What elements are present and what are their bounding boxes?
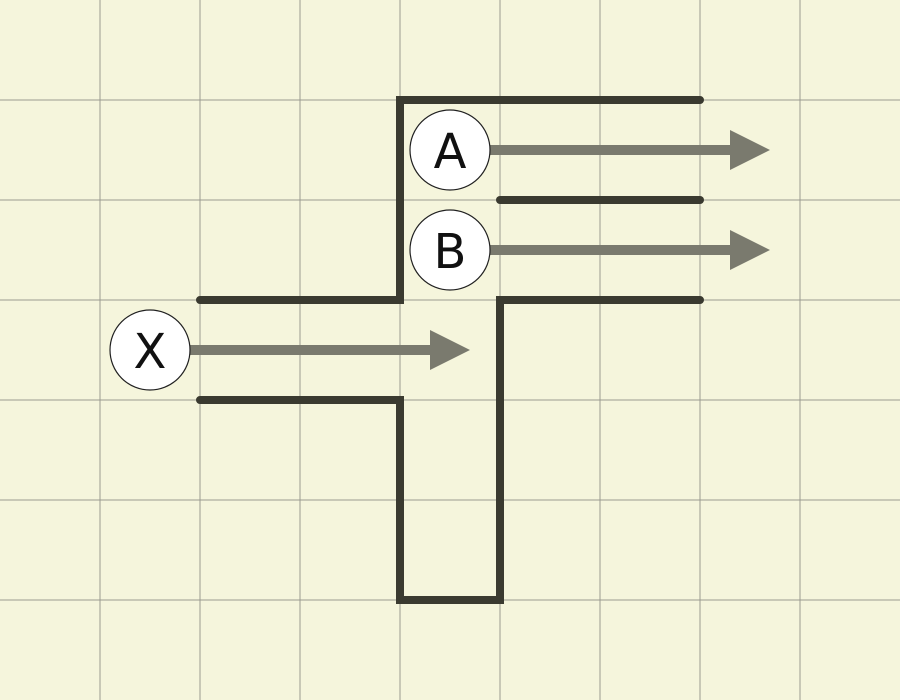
wall-lower-loop [196,296,704,604]
token-b-label: B [434,224,467,280]
token-b[interactable]: B [409,209,491,291]
arrow-x [150,330,470,370]
walls [196,96,704,604]
token-x[interactable]: X [109,309,191,391]
token-b-circle[interactable] [409,209,491,291]
arrow-head [730,130,770,170]
token-x-circle[interactable] [109,309,191,391]
token-a-label: A [434,124,467,180]
arrow-b [450,230,770,270]
arrow-head [730,230,770,270]
arrow-head [430,330,470,370]
token-x-label: X [134,324,167,380]
token-a[interactable]: A [409,109,491,191]
wall-upper-left [196,96,704,304]
token-a-circle[interactable] [409,109,491,191]
arrow-a [450,130,770,170]
arrows [150,130,770,370]
